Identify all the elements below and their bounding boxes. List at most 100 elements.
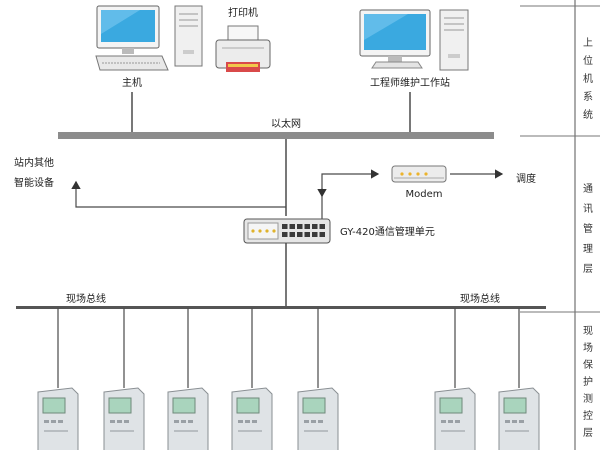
relay-screen bbox=[503, 397, 527, 414]
layer-char: 系 bbox=[583, 91, 593, 103]
relay-case bbox=[231, 387, 273, 450]
relay-key bbox=[174, 420, 179, 423]
pc-tower-icon bbox=[174, 5, 203, 67]
protection-relay-icon bbox=[167, 308, 209, 450]
field-bus-label-left: 现场总线 bbox=[66, 292, 106, 305]
field-bus bbox=[16, 306, 546, 309]
switch-port bbox=[304, 232, 310, 237]
protection-relay-icon bbox=[434, 308, 476, 450]
relay-key bbox=[245, 420, 250, 423]
protection-relay-icon bbox=[231, 308, 273, 450]
relay-key bbox=[311, 420, 316, 423]
host-computer bbox=[95, 5, 203, 71]
layer-char: 通 bbox=[583, 183, 593, 195]
relay-key bbox=[124, 420, 129, 423]
relay-key bbox=[51, 420, 56, 423]
layer-char: 护 bbox=[583, 375, 593, 388]
relay-key bbox=[519, 420, 524, 423]
layer-char: 层 bbox=[583, 427, 593, 439]
pc-tower-icon bbox=[439, 9, 469, 71]
host-label: 主机 bbox=[122, 76, 142, 89]
relay-case bbox=[434, 387, 476, 450]
switch-port bbox=[297, 232, 303, 237]
comm-unit-label: GY-420通信管理单元 bbox=[340, 225, 435, 238]
switch-led bbox=[265, 229, 269, 233]
printer-label: 打印机 bbox=[228, 6, 258, 19]
relay-key bbox=[441, 420, 446, 423]
relay-case bbox=[297, 387, 339, 450]
layer-char: 层 bbox=[583, 263, 593, 275]
switch-to-modem-arrow bbox=[321, 169, 380, 222]
layer-char: 现 bbox=[583, 325, 593, 337]
relay-key bbox=[512, 420, 517, 423]
relay-key bbox=[44, 420, 49, 423]
relay-case bbox=[498, 387, 540, 450]
switch-port bbox=[282, 224, 288, 229]
protection-relay-group bbox=[37, 308, 540, 450]
relay-case bbox=[37, 387, 79, 450]
layer-char: 管 bbox=[583, 222, 593, 235]
switch-ports bbox=[251, 224, 325, 237]
layer-char: 控 bbox=[583, 409, 593, 422]
relay-screen bbox=[172, 397, 196, 414]
relay-case bbox=[167, 387, 209, 450]
layer-char: 机 bbox=[583, 72, 593, 85]
relay-screen bbox=[108, 397, 132, 414]
ethernet-label: 以太网 bbox=[271, 117, 301, 130]
engineer-workstation bbox=[359, 9, 469, 71]
relay-key bbox=[181, 420, 186, 423]
relay-key bbox=[110, 420, 115, 423]
relay-slot bbox=[304, 430, 328, 432]
protection-relay-icon bbox=[297, 308, 339, 450]
switch-led bbox=[251, 229, 255, 233]
field-bus-label-right: 现场总线 bbox=[460, 292, 500, 305]
engineer-station-label: 工程师维护工作站 bbox=[370, 76, 450, 89]
relay-slot bbox=[44, 430, 68, 432]
relay-slot bbox=[441, 430, 465, 432]
dispatch-label: 调度 bbox=[516, 172, 536, 185]
other-devices-arrow bbox=[71, 180, 286, 208]
protection-relay-icon bbox=[498, 308, 540, 450]
ethernet-bus bbox=[58, 132, 494, 139]
switch-port bbox=[289, 232, 295, 237]
relay-key bbox=[304, 420, 309, 423]
other-devices-label-line2: 智能设备 bbox=[14, 176, 54, 189]
relay-key bbox=[252, 420, 257, 423]
layer-panel bbox=[520, 0, 600, 450]
relay-key bbox=[455, 420, 460, 423]
relay-key bbox=[117, 420, 122, 423]
relay-screen bbox=[439, 397, 463, 414]
switch-led bbox=[272, 229, 276, 233]
layer-char: 上 bbox=[583, 37, 593, 49]
relay-key bbox=[238, 420, 243, 423]
switch-port bbox=[289, 224, 295, 229]
relay-slot bbox=[174, 430, 198, 432]
relay-screen bbox=[42, 397, 66, 414]
network-switch-icon bbox=[243, 218, 331, 244]
relay-screen bbox=[236, 397, 260, 414]
relay-key bbox=[448, 420, 453, 423]
layer-char: 理 bbox=[583, 243, 593, 255]
other-devices-label-line1: 站内其他 bbox=[14, 156, 54, 169]
layer-char: 位 bbox=[583, 54, 593, 67]
protection-relay-icon bbox=[37, 308, 79, 450]
layer-char: 场 bbox=[583, 341, 593, 354]
printer-icon bbox=[215, 25, 271, 72]
modem-label: Modem bbox=[406, 189, 443, 200]
switch-port bbox=[319, 224, 325, 229]
relay-slot bbox=[238, 430, 262, 432]
relay-key bbox=[318, 420, 323, 423]
switch-led bbox=[258, 229, 262, 233]
switch-port bbox=[312, 232, 318, 237]
relay-screen bbox=[302, 397, 326, 414]
relay-key bbox=[188, 420, 193, 423]
keyboard-icon bbox=[95, 55, 169, 71]
layer-char: 统 bbox=[583, 108, 593, 121]
monitor-icon bbox=[359, 9, 431, 69]
switch-port bbox=[297, 224, 303, 229]
switch-port bbox=[319, 232, 325, 237]
